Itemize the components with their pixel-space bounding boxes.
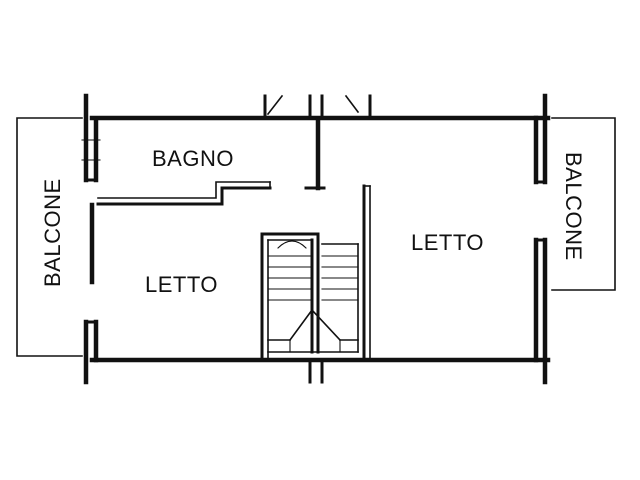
balcony-right-outline bbox=[551, 117, 616, 291]
bathroom-walls bbox=[96, 117, 326, 206]
balcony-left-label: BALCONE bbox=[40, 178, 65, 287]
balcony-right-label: BALCONE bbox=[561, 152, 586, 261]
stair-line bbox=[288, 308, 314, 342]
top-openings bbox=[263, 94, 372, 118]
bedroom-left-label: LETTO bbox=[145, 272, 218, 297]
bedroom-right-label: LETTO bbox=[411, 230, 484, 255]
balcony-left-outline bbox=[16, 117, 83, 357]
stair-line bbox=[310, 308, 342, 342]
stair-partition bbox=[362, 184, 371, 360]
bathroom-label: BAGNO bbox=[152, 146, 234, 171]
bottom-openings bbox=[308, 360, 324, 384]
stair-landing-arc bbox=[277, 240, 307, 249]
staircase bbox=[260, 232, 359, 360]
